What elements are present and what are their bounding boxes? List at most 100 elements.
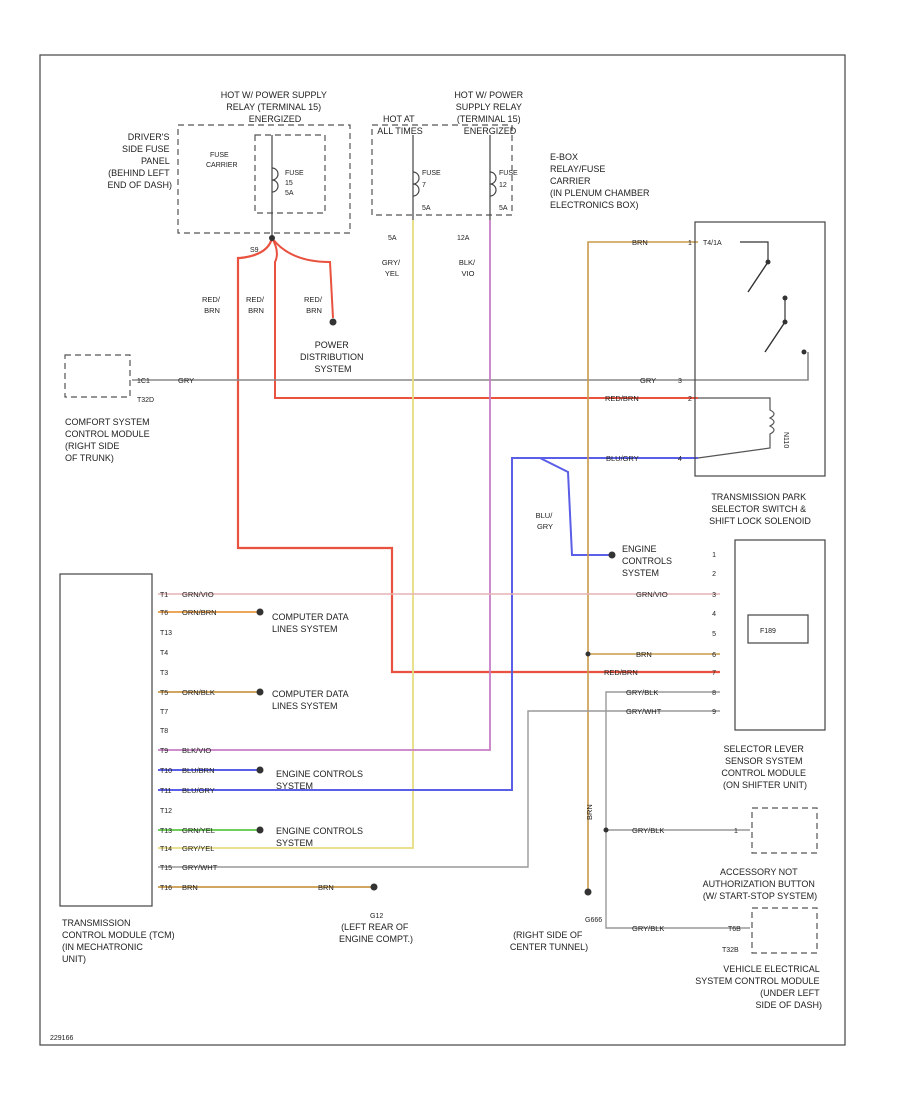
pin-12a: 12A (457, 235, 470, 242)
svg-text:GRY/WHT: GRY/WHT (626, 707, 662, 716)
g666-id: G666 (585, 917, 602, 924)
switch-pin-top: T4/1A (703, 240, 722, 247)
sensor-wire-labels: GRN/VIO BRN RED/BRN GRY/BLK GRY/WHT (604, 590, 668, 716)
gry-wht-wire (158, 710, 720, 868)
comfort-connector: T32D (137, 397, 154, 404)
svg-text:4: 4 (712, 611, 716, 618)
gry-blk-wire (605, 691, 750, 929)
accessory-button-box (751, 807, 818, 854)
g12-id: G12 (370, 913, 383, 920)
red-wire-group (236, 237, 720, 674)
vehicle-module-box (751, 907, 818, 954)
svg-text:T14: T14 (160, 846, 172, 853)
splice-s9 (269, 235, 275, 241)
g12-label: (LEFT REAR OF ENGINE COMPT.) (339, 922, 413, 944)
svg-text:RED/BRN: RED/BRN (604, 668, 638, 677)
vehicle-wire: GRY/BLK (632, 924, 664, 933)
splice-dot-1 (585, 651, 591, 657)
svg-text:T8: T8 (160, 728, 168, 735)
svg-text:1: 1 (712, 552, 716, 559)
engine-controls-arrow-2 (256, 826, 264, 834)
power-dist-arrow (329, 318, 337, 326)
ground-g666-icon (584, 888, 592, 896)
svg-text:3: 3 (712, 592, 716, 599)
engine-ctrl-arrow (608, 551, 616, 559)
fuse-panel-label: DRIVER'S SIDE FUSE PANEL (BEHIND LEFT EN… (107, 132, 172, 190)
fuse-left-label: FUSE 15 5A (285, 170, 306, 197)
diagram-border (39, 54, 846, 1046)
accessory-pin: 1 (734, 828, 738, 835)
g12-wire: BRN (318, 883, 334, 892)
data-lines-arrow-2 (256, 688, 264, 696)
tcm-box (59, 573, 153, 907)
vehicle-module-label: VEHICLE ELECTRICAL SYSTEM CONTROL MODULE… (695, 964, 822, 1010)
comfort-label: COMFORT SYSTEM CONTROL MODULE (RIGHT SID… (65, 417, 152, 463)
svg-text:BLU/BRN: BLU/BRN (182, 766, 215, 775)
blu-gry-branch (539, 457, 610, 556)
engine-controls-label-1: ENGINE CONTROLS SYSTEM (276, 769, 366, 791)
switch-pin-blugry: 4 (678, 456, 682, 463)
svg-text:T13: T13 (160, 828, 172, 835)
g666-wire: BRN (585, 804, 594, 820)
blu-gry-label: BLU/ GRY (536, 511, 555, 531)
wire-label-red-brn-2: RED/ BRN (246, 295, 266, 315)
svg-text:8: 8 (712, 690, 716, 697)
fuse-mid-label: FUSE 7 5A (422, 170, 443, 212)
svg-text:T15: T15 (160, 865, 172, 872)
engine-controls-label-2: ENGINE CONTROLS SYSTEM (276, 826, 366, 848)
svg-text:BLU/GRY: BLU/GRY (182, 786, 215, 795)
hot-relay2-label: HOT W/ POWER SUPPLY RELAY (TERMINAL 15) … (454, 90, 525, 136)
svg-text:T16: T16 (160, 885, 172, 892)
fuse-panel-box (177, 124, 351, 238)
switch-wire-brn: BRN (632, 238, 648, 247)
comfort-pin: 1C1 (137, 378, 150, 385)
svg-text:GRY/BLK: GRY/BLK (626, 688, 658, 697)
svg-text:T4: T4 (160, 650, 168, 657)
accessory-label: ACCESSORY NOT AUTHORIZATION BUTTON (W/ S… (703, 867, 818, 901)
svg-text:T5: T5 (160, 690, 168, 697)
sensor-pins: 1 2 3 4 5 6 7 8 9 (712, 552, 716, 716)
switch-pin-brn: 1 (688, 240, 692, 247)
svg-text:T7: T7 (160, 709, 168, 716)
svg-text:BLK/VIO: BLK/VIO (182, 746, 211, 755)
svg-text:GRY/YEL: GRY/YEL (182, 844, 214, 853)
svg-text:GRN/VIO: GRN/VIO (636, 590, 668, 599)
brn-wire-switch (587, 241, 698, 890)
ebox-fuse-box (371, 124, 513, 220)
sensor-inner-label: F189 (760, 628, 776, 635)
wire-label-gry-yel: GRY/ YEL (382, 258, 402, 278)
comfort-module (64, 354, 131, 398)
svg-text:ORN/BRN: ORN/BRN (182, 608, 217, 617)
svg-text:7: 7 (712, 670, 716, 677)
svg-text:6: 6 (712, 652, 716, 659)
pin-5a: 5A (388, 235, 397, 242)
engine-ctrl-mid-label: ENGINE CONTROLS SYSTEM (622, 544, 675, 578)
svg-text:5: 5 (712, 631, 716, 638)
svg-text:GRN/YEL: GRN/YEL (182, 826, 215, 835)
svg-text:T11: T11 (160, 788, 172, 795)
engine-controls-arrow-1 (256, 766, 264, 774)
comfort-wire: GRY (178, 376, 194, 385)
switch-pin-gry: 3 (678, 378, 682, 385)
data-lines-arrow-1 (256, 608, 264, 616)
relay-hot-label: HOT W/ POWER SUPPLY RELAY (TERMINAL 15) … (221, 90, 330, 124)
svg-text:GRN/VIO: GRN/VIO (182, 590, 214, 599)
switch-wire-gry: GRY (640, 376, 656, 385)
svg-text:T1: T1 (160, 592, 168, 599)
selector-switch-box (694, 221, 826, 477)
svg-text:T9: T9 (160, 748, 168, 755)
solenoid-label: N110 (782, 432, 789, 448)
svg-text:T6: T6 (160, 610, 168, 617)
svg-text:T10: T10 (160, 768, 172, 775)
splice-s9-label: S9 (250, 247, 259, 254)
blu-gry-wire (158, 457, 698, 791)
switch-pin-redbrn: 2 (688, 396, 692, 403)
blk-vio-wire (158, 220, 491, 751)
sensor-module-box (734, 539, 826, 731)
svg-text:2: 2 (712, 571, 716, 578)
footer-id: 229166 (50, 1035, 73, 1042)
wire-label-red-brn-3: RED/ BRN (304, 295, 324, 315)
data-lines-label-2: COMPUTER DATA LINES SYSTEM (272, 689, 351, 711)
tcm-pins: T1 T6 T13 T4 T3 T5 T7 T8 T9 T10 T11 T12 … (160, 592, 172, 892)
